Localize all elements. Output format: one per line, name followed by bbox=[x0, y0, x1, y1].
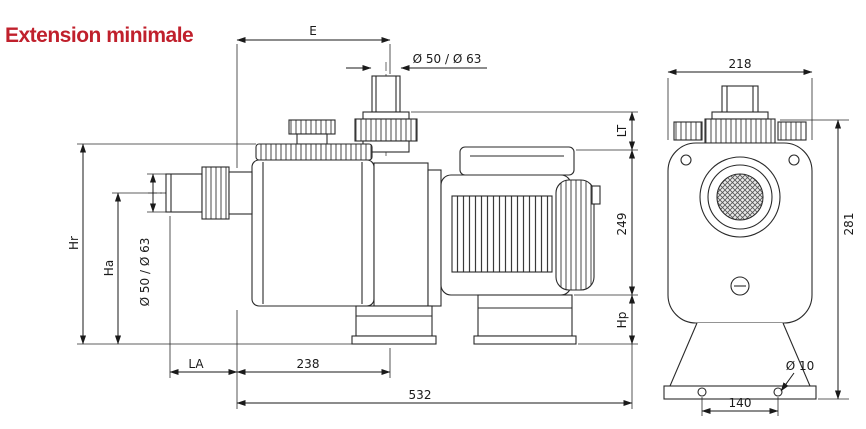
dim-label-218: 218 bbox=[728, 57, 752, 71]
front-body bbox=[667, 142, 813, 324]
outlet-pipe bbox=[371, 75, 401, 113]
dim-label-281: 281 bbox=[842, 212, 856, 236]
motor bbox=[440, 146, 601, 296]
dim-label-140: 140 bbox=[728, 396, 752, 410]
dim-label-hr: Hr bbox=[67, 236, 81, 250]
front-union-and-knobs bbox=[673, 111, 807, 144]
side-view-drawing bbox=[148, 62, 601, 345]
dim-label-e: E bbox=[309, 24, 317, 38]
front-view-drawing bbox=[663, 85, 817, 400]
dim-label-inlet-diameter: Ø 50 / Ø 63 bbox=[138, 237, 152, 307]
dim-label-ha: Ha bbox=[102, 259, 116, 277]
dim-label-la: LA bbox=[188, 357, 204, 371]
pump-base bbox=[351, 294, 577, 345]
dim-label-249: 249 bbox=[615, 212, 629, 236]
dim-label-532: 532 bbox=[408, 388, 432, 402]
outlet-union-nut bbox=[354, 111, 418, 153]
strainer-pot bbox=[251, 159, 375, 307]
page-title: Extension minimale bbox=[5, 24, 194, 47]
volute bbox=[373, 162, 442, 307]
inlet-connection bbox=[165, 166, 253, 220]
front-base bbox=[663, 322, 817, 400]
dim-label-lt: LT bbox=[615, 124, 629, 138]
dim-label-hole-diameter: Ø 10 bbox=[785, 359, 815, 373]
dim-label-238: 238 bbox=[296, 357, 320, 371]
dim-label-hp: Hp bbox=[615, 311, 629, 329]
dim-label-outlet-diameter: Ø 50 / Ø 63 bbox=[412, 52, 482, 66]
dimension-lines bbox=[79, 36, 842, 415]
